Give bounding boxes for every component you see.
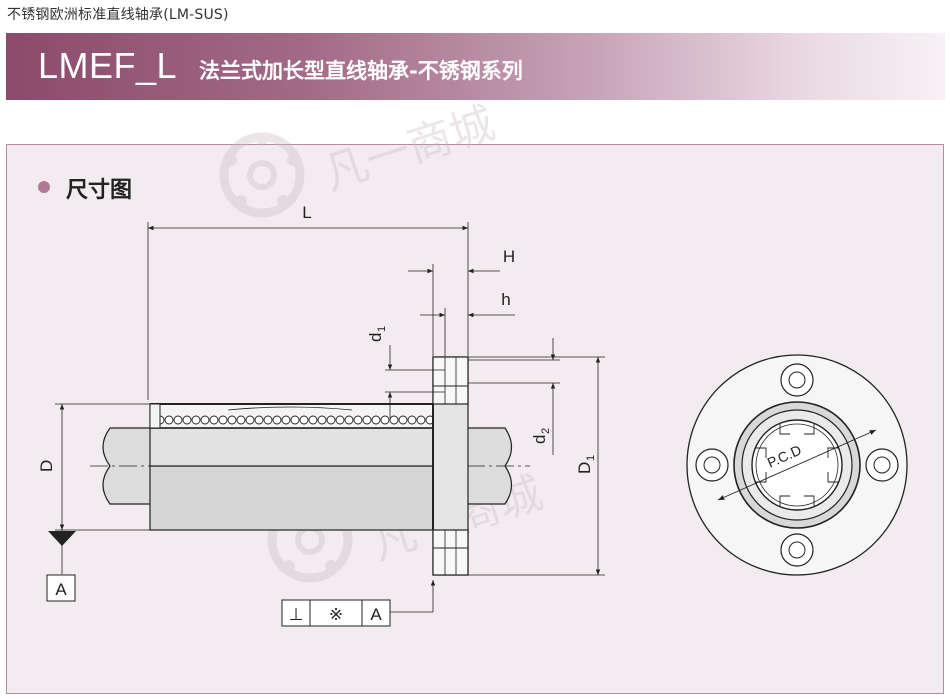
dim-label-d2-sub: 2 (540, 428, 552, 434)
perpendicularity-icon: ⊥ (289, 605, 304, 624)
bearing-front-view (686, 354, 908, 576)
watermark-top: 凡一商城 (219, 98, 501, 218)
dim-label-D1-sub: 1 (585, 455, 597, 461)
model-code: LMEF_L (38, 45, 178, 86)
dim-label-d1-sub: 1 (376, 326, 388, 332)
dim-label-L: L (302, 203, 311, 222)
pcd-line (717, 429, 877, 501)
dim-label-d1: d (366, 333, 385, 342)
dim-label-D1: D (575, 462, 594, 474)
product-title: 法兰式加长型直线轴承-不锈钢系列 (199, 59, 523, 83)
page-caption: 不锈钢欧洲标准直线轴承(LM-SUS) (7, 7, 229, 23)
datum-label: A (55, 580, 67, 599)
dim-label-H: H (503, 247, 515, 266)
section-bullet-icon (38, 181, 50, 193)
datum-box (46, 574, 76, 602)
dimension-lines (55, 222, 605, 613)
mounting-hole-top (780, 363, 814, 397)
tolerance-mark: ※ (329, 605, 343, 624)
tolerance-frame: ⊥ ※ A (281, 599, 391, 627)
mounting-hole-bottom (780, 533, 814, 567)
dim-label-D: D (37, 460, 56, 472)
dim-label-h: h (501, 290, 510, 309)
title-banner: LMEF_L 法兰式加长型直线轴承-不锈钢系列 (6, 33, 945, 100)
section-title: 尺寸图 (66, 178, 133, 203)
datum-triangle-icon (48, 531, 76, 546)
tolerance-datum: A (370, 605, 382, 624)
sleeve-body (149, 465, 434, 531)
bearing-side-view (90, 356, 530, 576)
watermark-text: 凡一商城 (318, 98, 501, 201)
mounting-hole-left (695, 448, 729, 482)
dim-label-d2: d (530, 435, 549, 444)
mounting-hole-right (865, 448, 899, 482)
